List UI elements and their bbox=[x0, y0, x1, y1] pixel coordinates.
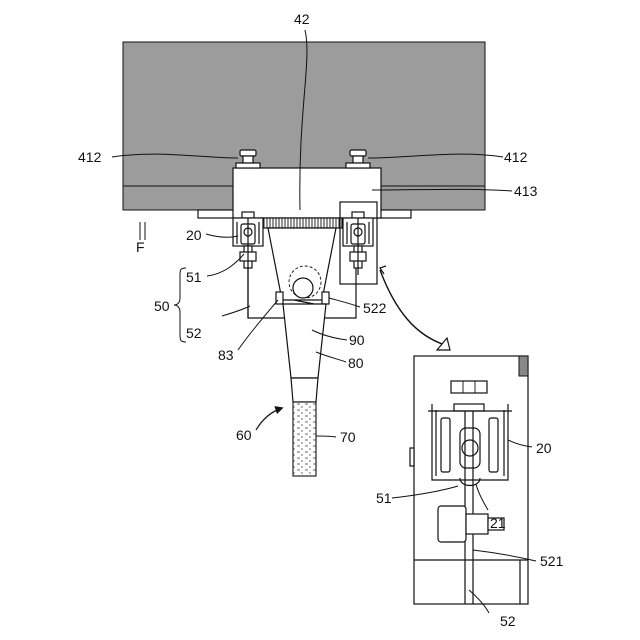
label-521: 521 bbox=[540, 553, 564, 569]
label-52-main: 52 bbox=[186, 325, 202, 341]
label-413: 413 bbox=[514, 183, 538, 199]
label-20-main: 20 bbox=[186, 227, 202, 243]
label-f: F bbox=[136, 239, 145, 255]
label-83: 83 bbox=[218, 347, 234, 363]
label-42: 42 bbox=[294, 11, 310, 27]
detail-arrow-head bbox=[437, 338, 450, 350]
label-52-detail: 52 bbox=[500, 613, 516, 629]
label-20-detail: 20 bbox=[536, 440, 552, 456]
label-50: 50 bbox=[154, 298, 170, 314]
detail-arrow bbox=[380, 270, 445, 345]
label-70: 70 bbox=[340, 429, 356, 445]
label-522: 522 bbox=[363, 300, 387, 316]
detail-view bbox=[410, 356, 528, 604]
comb-terminal bbox=[262, 218, 342, 228]
label-51-detail: 51 bbox=[376, 490, 392, 506]
label-60: 60 bbox=[236, 427, 252, 443]
label-21: 21 bbox=[490, 515, 506, 531]
label-80: 80 bbox=[348, 355, 364, 371]
label-90: 90 bbox=[349, 332, 365, 348]
label-51-main: 51 bbox=[186, 269, 202, 285]
brace-50 bbox=[174, 268, 186, 342]
label-412-right: 412 bbox=[504, 149, 528, 165]
cable bbox=[293, 402, 316, 476]
bracket-left bbox=[233, 218, 263, 275]
leader-arrow-60 bbox=[256, 408, 282, 430]
label-412-left: 412 bbox=[78, 149, 102, 165]
bracket-right bbox=[343, 218, 373, 275]
